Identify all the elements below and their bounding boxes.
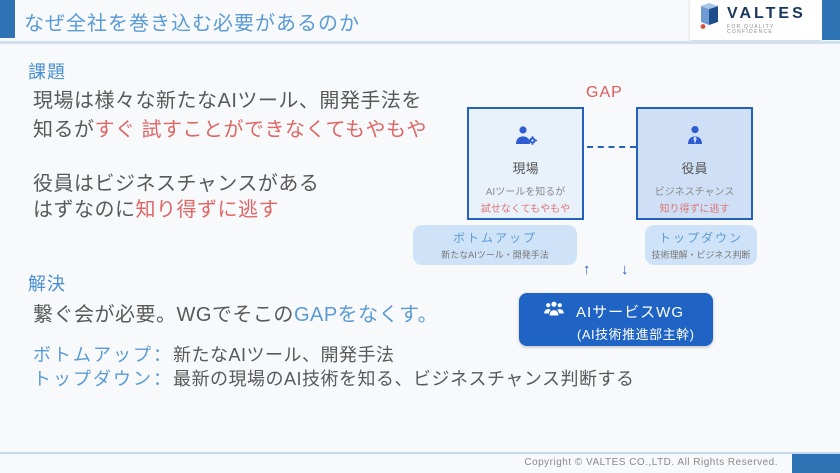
problem-line4-prefix: はずなのに [33,199,136,221]
field-box-sub1: AIツールを知るが [485,187,566,198]
bottomup-text: 新たなAIツール、開発手法 [173,345,395,365]
solution-line1-prefix: 繋ぐ会が必要。WGでそこの [33,304,294,326]
problem-line2: 知るがすぐ 試すことができなくてもやもや [33,113,427,142]
exec-box: 役員 ビジネスチャンス 知り得ずに逃す [636,107,753,220]
solution-line1: 繋ぐ会が必要。WGでそこのGAPをなくす。 [33,298,438,327]
problem-line3: 役員はビジネスチャンスがある [33,173,320,195]
problem-line2-highlight: すぐ 試すことができなくてもやもや [94,119,427,141]
problem-heading: 課題 [28,62,66,82]
bottomup-tag-subtitle: 新たなAIツール・開発手法 [441,250,549,260]
problem-line1: 現場は様々な新たなAIツール、開発手法を [33,90,422,112]
gap-dashed-connector [587,146,636,148]
header-accent-bar-left [0,0,15,38]
gap-label: GAP [586,84,623,101]
user-gear-icon [513,124,539,153]
footer-accent-bar [792,454,840,473]
exec-box-sub2: 知り得ずに逃す [659,204,730,215]
field-box-sub2: 試せなくてもやもや [480,204,571,215]
bottomup-tag-box: ボトムアップ 新たなAIツール・開発手法 [413,225,577,265]
bottomup-label: ボトムアップ： [33,345,173,365]
valtes-logo-mark-icon [698,2,722,38]
valtes-logo: VALTES FOR QUALITY CONFIDENCE [690,0,822,40]
problem-line4-highlight: 知り得ずに逃す [135,199,279,221]
bottomup-tag-title: ボトムアップ [452,231,537,245]
exec-box-sub1: ビジネスチャンス [654,187,735,198]
exec-box-title: 役員 [681,161,708,176]
topdown-label: トップダウン： [33,369,173,389]
solution-heading: 解決 [28,274,66,294]
up-arrow-icon: ↑ [583,261,591,278]
topdown-tag-box: トップダウン 技術理解・ビジネス判断 [645,225,757,265]
wg-box-subtitle: (AI技術推進部主幹) [577,327,695,342]
footer-divider [0,452,840,454]
header-accent-bar-right [822,0,840,40]
logo-wordmark: VALTES FOR QUALITY CONFIDENCE [727,4,822,35]
logo-tagline: FOR QUALITY CONFIDENCE [727,23,775,35]
logo-name: VALTES [727,4,806,22]
field-box-title: 現場 [512,161,539,176]
topdown-tag-title: トップダウン [658,231,743,245]
topdown-tag-subtitle: 技術理解・ビジネス判断 [651,250,751,260]
solution-line1-highlight: GAPをなくす。 [293,304,439,326]
problem-line4: はずなのに知り得ずに逃す [33,193,279,222]
wg-box-title: AIサービスWG [576,304,684,321]
problem-line2-prefix: 知るが [33,119,95,141]
page-title: なぜ全社を巻き込む必要があるのか [24,13,360,35]
copyright-text: Copyright © VALTES CO.,LTD. All Rights R… [524,457,778,468]
user-tie-icon [683,124,707,153]
solution-bottomup-line: ボトムアップ：新たなAIツール、開発手法 [33,341,395,367]
topdown-text: 最新の現場のAI技術を知る、ビジネスチャンス判断する [173,369,635,389]
users-icon [543,300,565,323]
header-underline [0,41,840,44]
down-arrow-icon: ↓ [621,261,629,278]
field-box: 現場 AIツールを知るが 試せなくてもやもや [467,107,584,220]
solution-topdown-line: トップダウン：最新の現場のAI技術を知る、ビジネスチャンス判断する [33,365,634,391]
ai-service-wg-box: AIサービスWG (AI技術推進部主幹) [519,293,713,346]
